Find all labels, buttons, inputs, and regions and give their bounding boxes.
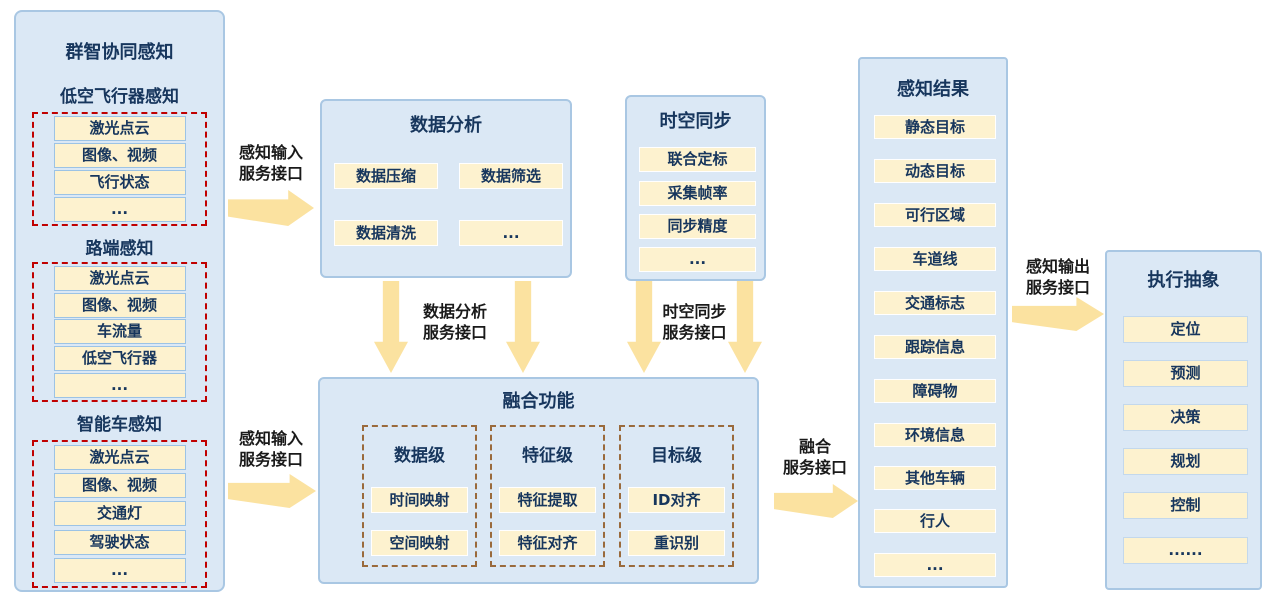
execution-item: 决策	[1123, 404, 1248, 431]
box-spatiotemporal-sync: 时空同步 联合定标 采集帧率 同步精度 ...	[625, 95, 766, 281]
fusion-item: 特征提取	[499, 487, 596, 513]
group-title-roadside-sensing: 路端感知	[85, 239, 154, 259]
box-fusion-title: 融合功能	[502, 391, 575, 412]
panel-perception-results: 感知结果 静态目标 动态目标 可行区域 车道线 交通标志 跟踪信息 障碍物 环境…	[858, 57, 1008, 588]
label-sync-interface: 时空同步 服务接口	[662, 302, 727, 342]
function-item: 数据筛选	[459, 163, 563, 189]
fusion-group-title: 特征级	[522, 446, 573, 466]
group-title-aircraft-sensing: 低空飞行器感知	[60, 87, 179, 107]
arrow-perception-output	[1012, 297, 1104, 331]
function-item: 采集帧率	[639, 181, 756, 206]
fusion-group-title: 数据级	[394, 446, 445, 466]
fusion-group-object-level: 目标级 ID对齐 重识别	[619, 425, 734, 567]
group-roadside-sensing: 激光点云 图像、视频 车流量 低空飞行器 ...	[32, 262, 207, 402]
execution-item-ellipsis: ......	[1123, 537, 1248, 564]
result-item: 行人	[874, 509, 996, 533]
data-item: 图像、视频	[53, 292, 186, 318]
arrow-analysis-to-fusion-left	[374, 281, 408, 373]
arrow-analysis-to-fusion-right	[506, 281, 540, 373]
result-item: 障碍物	[874, 379, 996, 403]
function-item-ellipsis: ...	[459, 220, 563, 246]
group-title-vehicle-sensing: 智能车感知	[77, 415, 162, 435]
data-item: 车流量	[53, 319, 186, 345]
fusion-item: 重识别	[628, 530, 725, 556]
label-perception-input-interface-top: 感知输入 服务接口	[238, 143, 303, 183]
result-item-ellipsis: ...	[874, 553, 996, 577]
box-data-analysis: 数据分析 数据压缩 数据筛选 数据清洗 ...	[320, 99, 572, 278]
result-item: 跟踪信息	[874, 335, 996, 359]
label-data-analysis-interface: 数据分析 服务接口	[422, 302, 487, 342]
result-item: 车道线	[874, 247, 996, 271]
function-item: 联合定标	[639, 147, 756, 172]
execution-item: 规划	[1123, 448, 1248, 475]
fusion-group-feature-level: 特征级 特征提取 特征对齐	[490, 425, 605, 567]
arrow-fusion-output	[774, 484, 858, 518]
fusion-item: 时间映射	[371, 487, 468, 513]
label-fusion-interface: 融合 服务接口	[782, 437, 847, 477]
data-item: 驾驶状态	[53, 529, 186, 555]
function-item: 数据清洗	[334, 220, 438, 246]
panel-execution-abstraction: 执行抽象 定位 预测 决策 规划 控制 ......	[1105, 250, 1262, 590]
group-vehicle-sensing: 激光点云 图像、视频 交通灯 驾驶状态 ...	[32, 440, 207, 588]
fusion-item: 空间映射	[371, 530, 468, 556]
data-item: 交通灯	[53, 501, 186, 527]
data-item: 低空飞行器	[53, 346, 186, 372]
execution-item: 定位	[1123, 316, 1248, 343]
function-item: 同步精度	[639, 214, 756, 239]
data-item-ellipsis: ...	[53, 557, 186, 583]
fusion-group-data-level: 数据级 时间映射 空间映射	[362, 425, 477, 567]
function-item: 数据压缩	[334, 163, 438, 189]
data-item: 图像、视频	[53, 473, 186, 499]
panel-crowd-sensing-title: 群智协同感知	[65, 42, 174, 63]
data-item: 激光点云	[53, 445, 186, 471]
panel-crowd-sensing: 群智协同感知 低空飞行器感知 激光点云 图像、视频 飞行状态 ... 路端感知 …	[14, 10, 225, 592]
panel-perception-results-title: 感知结果	[897, 79, 969, 100]
result-item: 交通标志	[874, 291, 996, 315]
box-data-analysis-title: 数据分析	[410, 115, 482, 136]
function-item-ellipsis: ...	[639, 247, 756, 272]
label-perception-output-interface: 感知输出 服务接口	[1025, 257, 1090, 297]
data-item: 飞行状态	[53, 170, 186, 195]
data-item: 激光点云	[53, 116, 186, 141]
box-fusion: 融合功能 数据级 时间映射 空间映射 特征级 特征提取 特征对齐 目标级 ID对…	[318, 377, 759, 584]
group-aircraft-sensing: 激光点云 图像、视频 飞行状态 ...	[32, 112, 207, 226]
execution-item: 控制	[1123, 492, 1248, 519]
data-item-ellipsis: ...	[53, 197, 186, 222]
panel-execution-abstraction-title: 执行抽象	[1147, 270, 1220, 291]
result-item: 其他车辆	[874, 466, 996, 490]
execution-item: 预测	[1123, 360, 1248, 387]
data-item: 激光点云	[53, 265, 186, 291]
fusion-item: ID对齐	[628, 487, 725, 513]
label-perception-input-interface-bottom: 感知输入 服务接口	[238, 429, 303, 469]
fusion-item: 特征对齐	[499, 530, 596, 556]
fusion-group-title: 目标级	[651, 446, 702, 466]
result-item: 静态目标	[874, 115, 996, 139]
result-item: 环境信息	[874, 423, 996, 447]
result-item: 动态目标	[874, 159, 996, 183]
box-spatiotemporal-sync-title: 时空同步	[659, 111, 732, 132]
arrow-perception-input-top	[228, 190, 314, 226]
data-item: 图像、视频	[53, 143, 186, 168]
result-item: 可行区域	[874, 203, 996, 227]
data-item-ellipsis: ...	[53, 373, 186, 399]
arrow-perception-input-bottom	[228, 474, 316, 508]
